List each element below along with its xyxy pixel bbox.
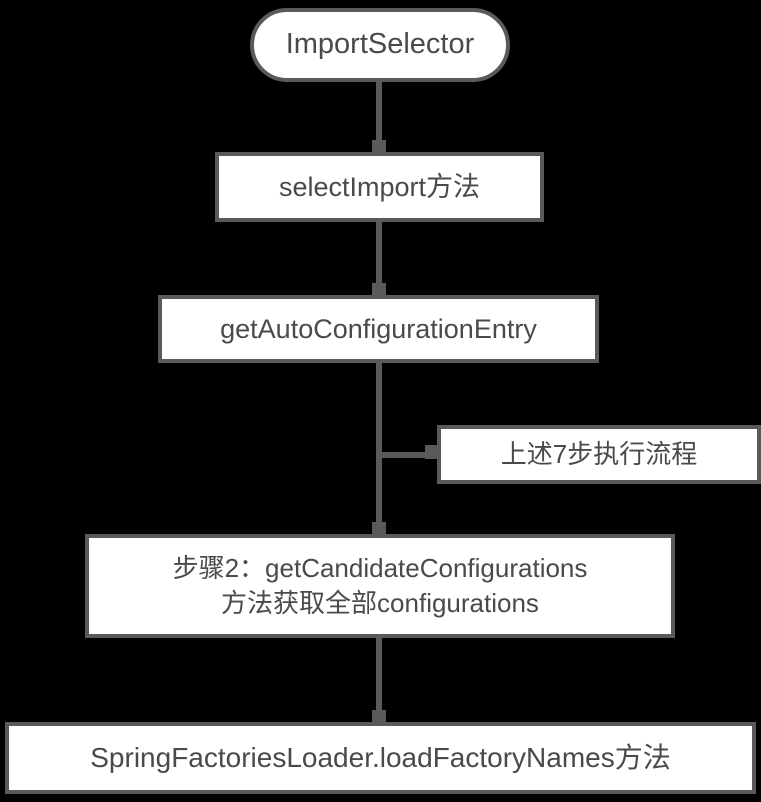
arrowhead-select-import bbox=[372, 140, 386, 154]
node-seven-steps[interactable]: 上述7步执行流程 bbox=[437, 425, 761, 484]
node-get-auto-configuration-entry[interactable]: getAutoConfigurationEntry bbox=[158, 295, 599, 363]
node-get-auto-configuration-entry-label: getAutoConfigurationEntry bbox=[220, 313, 537, 344]
edge-select-import-to-get-auto-config-entry bbox=[376, 222, 382, 297]
node-import-selector[interactable]: ImportSelector bbox=[250, 8, 510, 82]
edge-get-auto-config-entry-to-seven-steps bbox=[376, 452, 441, 458]
node-spring-factories-loader[interactable]: SpringFactoriesLoader.loadFactoryNames方法 bbox=[5, 722, 756, 794]
node-seven-steps-label: 上述7步执行流程 bbox=[500, 438, 698, 469]
edge-get-auto-config-entry-to-step2 bbox=[376, 363, 382, 538]
node-select-import-label: selectImport方法 bbox=[278, 171, 481, 202]
node-select-import[interactable]: selectImport方法 bbox=[215, 152, 544, 222]
arrowhead-spring-factories-loader bbox=[372, 710, 386, 724]
edge-import-selector-to-select-import bbox=[376, 82, 382, 154]
node-spring-factories-loader-label: SpringFactoriesLoader.loadFactoryNames方法 bbox=[90, 742, 671, 774]
arrowhead-step2 bbox=[372, 522, 386, 536]
arrowhead-seven-steps bbox=[425, 445, 439, 459]
arrowhead-get-auto-config-entry bbox=[372, 283, 386, 297]
node-step2[interactable]: 步骤2：getCandidateConfigurations 方法获取全部con… bbox=[85, 534, 675, 638]
node-step2-label: 步骤2：getCandidateConfigurations 方法获取全部con… bbox=[172, 552, 588, 618]
node-import-selector-label: ImportSelector bbox=[285, 28, 475, 61]
edge-step2-to-spring-factories-loader bbox=[376, 638, 382, 724]
